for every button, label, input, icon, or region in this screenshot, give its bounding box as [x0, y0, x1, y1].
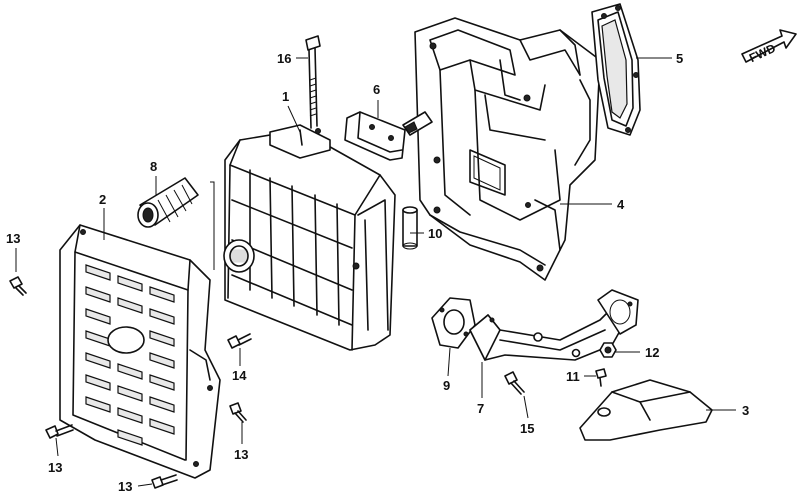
callout-14: 14	[232, 368, 247, 383]
callout-13-bottom-left: 13	[48, 460, 62, 475]
bolt-14	[227, 333, 252, 349]
leader-lines	[15, 57, 736, 487]
pipe-protector-part	[579, 379, 713, 441]
exhaust-pipe-part	[469, 289, 639, 361]
muffler-cover-part	[59, 224, 221, 479]
muffler-body-part	[223, 124, 396, 351]
callout-1: 1	[282, 89, 289, 104]
flange-nut-part	[599, 342, 617, 358]
bolt-13-middle	[229, 402, 247, 423]
long-bolt-part	[305, 35, 321, 129]
exhaust-gasket-part	[431, 297, 476, 349]
bolt-15	[504, 371, 525, 395]
callout-5: 5	[676, 51, 683, 66]
forward-direction-arrow: FWD	[741, 29, 797, 65]
bolt-13-bottom-left	[45, 424, 74, 439]
spark-arrester-part	[137, 177, 199, 228]
bracket-plate-part	[344, 111, 406, 161]
bolt-13-left	[9, 276, 27, 296]
callout-6: 6	[373, 82, 380, 97]
callout-16: 16	[277, 51, 291, 66]
callout-12: 12	[645, 345, 659, 360]
grille-slots	[85, 264, 175, 446]
callout-7: 7	[477, 401, 484, 416]
fwd-label: FWD	[747, 41, 778, 65]
callout-13-middle: 13	[234, 447, 248, 462]
collar-spacer-part	[402, 206, 418, 250]
callout-15: 15	[520, 421, 534, 436]
bolt-13-bottom	[151, 474, 178, 489]
callout-9: 9	[443, 378, 450, 393]
callout-10: 10	[428, 226, 442, 241]
small-bolt-part	[595, 368, 607, 387]
callout-13-bottom: 13	[118, 479, 132, 494]
callout-labels: 16 1 6 5 8 2 4 10 13 14 9 12 11 7 15 3 1…	[6, 51, 749, 494]
callout-3: 3	[742, 403, 749, 418]
muffler-gasket-part	[591, 3, 641, 136]
muffler-protector-part	[402, 17, 601, 281]
callout-11: 11	[566, 369, 580, 384]
callout-2: 2	[99, 192, 106, 207]
callout-8: 8	[150, 159, 157, 174]
callout-13-left: 13	[6, 231, 20, 246]
callout-4: 4	[617, 197, 625, 212]
